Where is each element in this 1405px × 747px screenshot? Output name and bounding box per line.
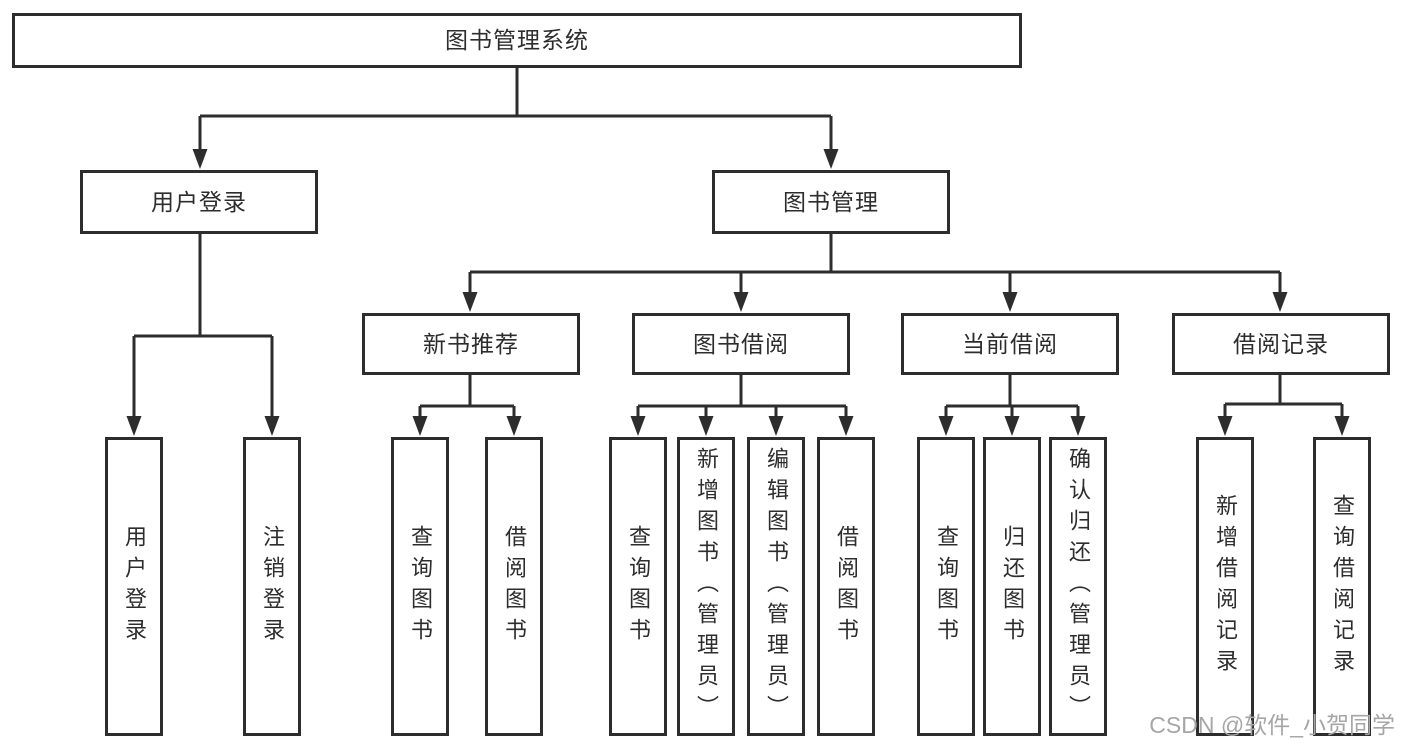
leaf-edit-books-admin: 编辑图书（管理员）	[747, 437, 805, 736]
node-label: 借阅记录	[1233, 330, 1329, 357]
node-label: 图书管理	[783, 188, 879, 215]
leaf-confirm-return-admin: 确认归还（管理员）	[1049, 437, 1107, 736]
node-label: 新书推荐	[423, 330, 519, 357]
leaf-borrow-books: 借阅图书	[817, 437, 875, 736]
node-book-borrowing: 图书借阅	[632, 313, 850, 375]
node-book-management-module: 图书管理	[712, 170, 950, 234]
leaf-search-books-recommend: 查询图书	[391, 437, 449, 736]
node-library-management-system: 图书管理系统	[12, 13, 1022, 68]
leaf-add-books-admin: 新增图书（管理员）	[677, 437, 735, 736]
leaf-user-login: 用户登录	[105, 437, 163, 736]
leaf-label: 查询图书	[408, 524, 433, 649]
leaf-search-books-current: 查询图书	[917, 437, 975, 736]
arrowheads	[126, 149, 1350, 436]
leaf-label: 确认归还（管理员）	[1066, 447, 1091, 726]
leaf-label: 查询图书	[934, 524, 959, 649]
node-label: 当前借阅	[962, 330, 1058, 357]
leaf-logout: 注销登录	[243, 437, 301, 736]
leaf-return-books: 归还图书	[983, 437, 1041, 736]
leaf-label: 借阅图书	[834, 524, 859, 649]
leaf-search-borrow-record: 查询借阅记录	[1313, 437, 1371, 736]
csdn-watermark: CSDN @软件_小贺同学	[1149, 712, 1395, 738]
node-user-login-module: 用户登录	[80, 170, 318, 234]
node-label: 用户登录	[151, 188, 247, 215]
leaf-borrow-books-recommend: 借阅图书	[485, 437, 543, 736]
node-new-book-recommendation: 新书推荐	[362, 313, 580, 375]
leaf-label: 归还图书	[1000, 524, 1025, 649]
leaf-label: 借阅图书	[502, 524, 527, 649]
leaf-search-books-borrow: 查询图书	[609, 437, 667, 736]
node-borrowing-records: 借阅记录	[1172, 313, 1390, 375]
leaf-label: 新增借阅记录	[1213, 493, 1238, 680]
leaf-label: 编辑图书（管理员）	[764, 447, 789, 726]
leaf-label: 新增图书（管理员）	[694, 447, 719, 726]
leaf-label: 用户登录	[122, 524, 147, 649]
node-label: 图书管理系统	[445, 27, 589, 53]
leaf-label: 查询图书	[626, 524, 651, 649]
leaf-label: 注销登录	[260, 524, 285, 649]
leaf-add-borrow-record: 新增借阅记录	[1196, 437, 1254, 736]
node-current-borrowing: 当前借阅	[901, 313, 1119, 375]
leaf-label: 查询借阅记录	[1330, 493, 1355, 680]
node-label: 图书借阅	[693, 330, 789, 357]
